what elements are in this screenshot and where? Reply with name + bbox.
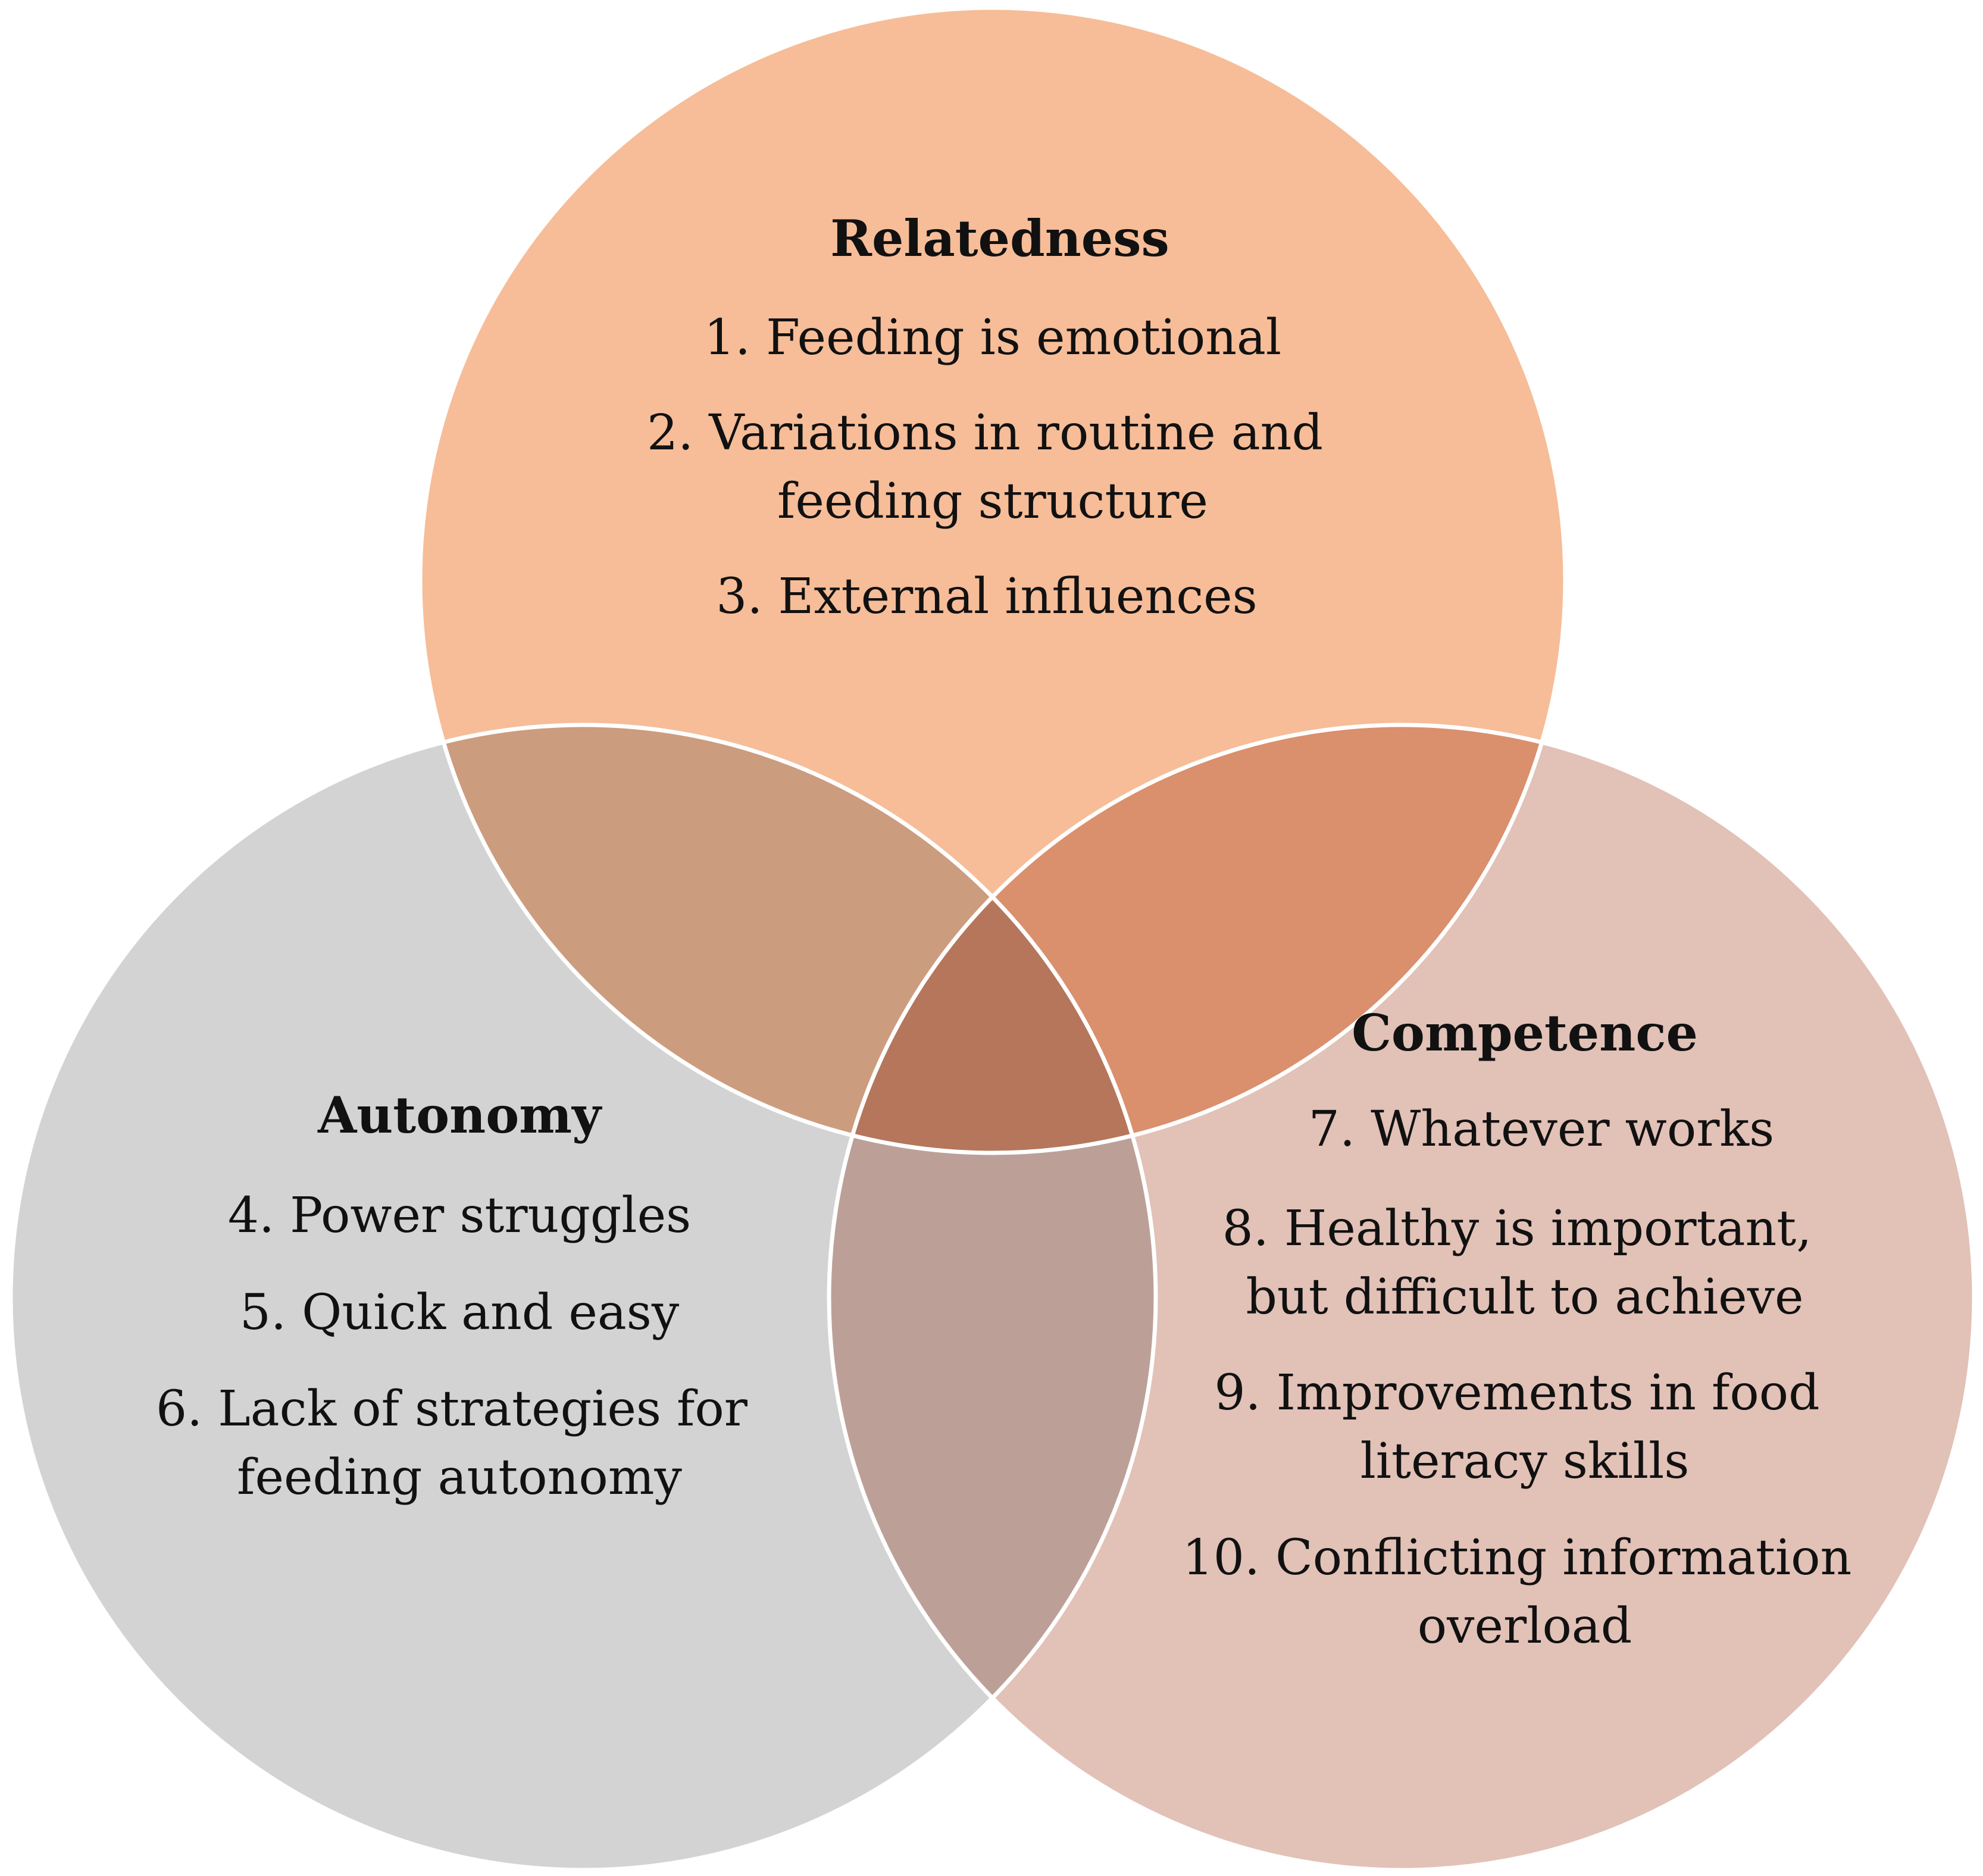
autonomy-item-5: 5. Quick and easy: [240, 1284, 680, 1341]
competence-title: Competence: [1352, 1003, 1698, 1062]
competence-label-group: Competence 7. Whatever works 8. Healthy …: [1183, 1003, 1868, 1655]
autonomy-item-6: 6. Lack of strategies for feeding autono…: [156, 1381, 763, 1506]
competence-item-9: 9. Improvements in food literacy skills: [1214, 1365, 1835, 1490]
autonomy-circle: [11, 725, 1156, 1870]
venn-circles: [11, 8, 1974, 1870]
relatedness-outline: [418, 5, 1568, 1155]
relatedness-item-3: 3. External influences: [716, 568, 1258, 625]
competence-item-7: 7. Whatever works: [1309, 1101, 1774, 1158]
relatedness-item-1: 1. Feeding is emotional: [704, 309, 1281, 366]
relatedness-title: Relatedness: [830, 209, 1169, 268]
competence-outline: [827, 723, 1976, 1872]
autonomy-label-group: Autonomy 4. Power struggles 5. Quick and…: [156, 1086, 763, 1506]
autonomy-outline: [8, 723, 1158, 1872]
competence-item-8: 8. Healthy is important, but difficult t…: [1222, 1200, 1828, 1325]
relatedness-label-group: Relatedness 1. Feeding is emotional 2. V…: [647, 209, 1338, 625]
autonomy-item-4: 4. Power struggles: [228, 1187, 691, 1244]
venn-outlines: [8, 5, 1976, 1872]
competence-circle: [829, 725, 1974, 1870]
relatedness-item-2: 2. Variations in routine and feeding str…: [647, 405, 1338, 530]
autonomy-title: Autonomy: [317, 1086, 602, 1145]
competence-item-10: 10. Conflicting information overload: [1183, 1530, 1868, 1655]
